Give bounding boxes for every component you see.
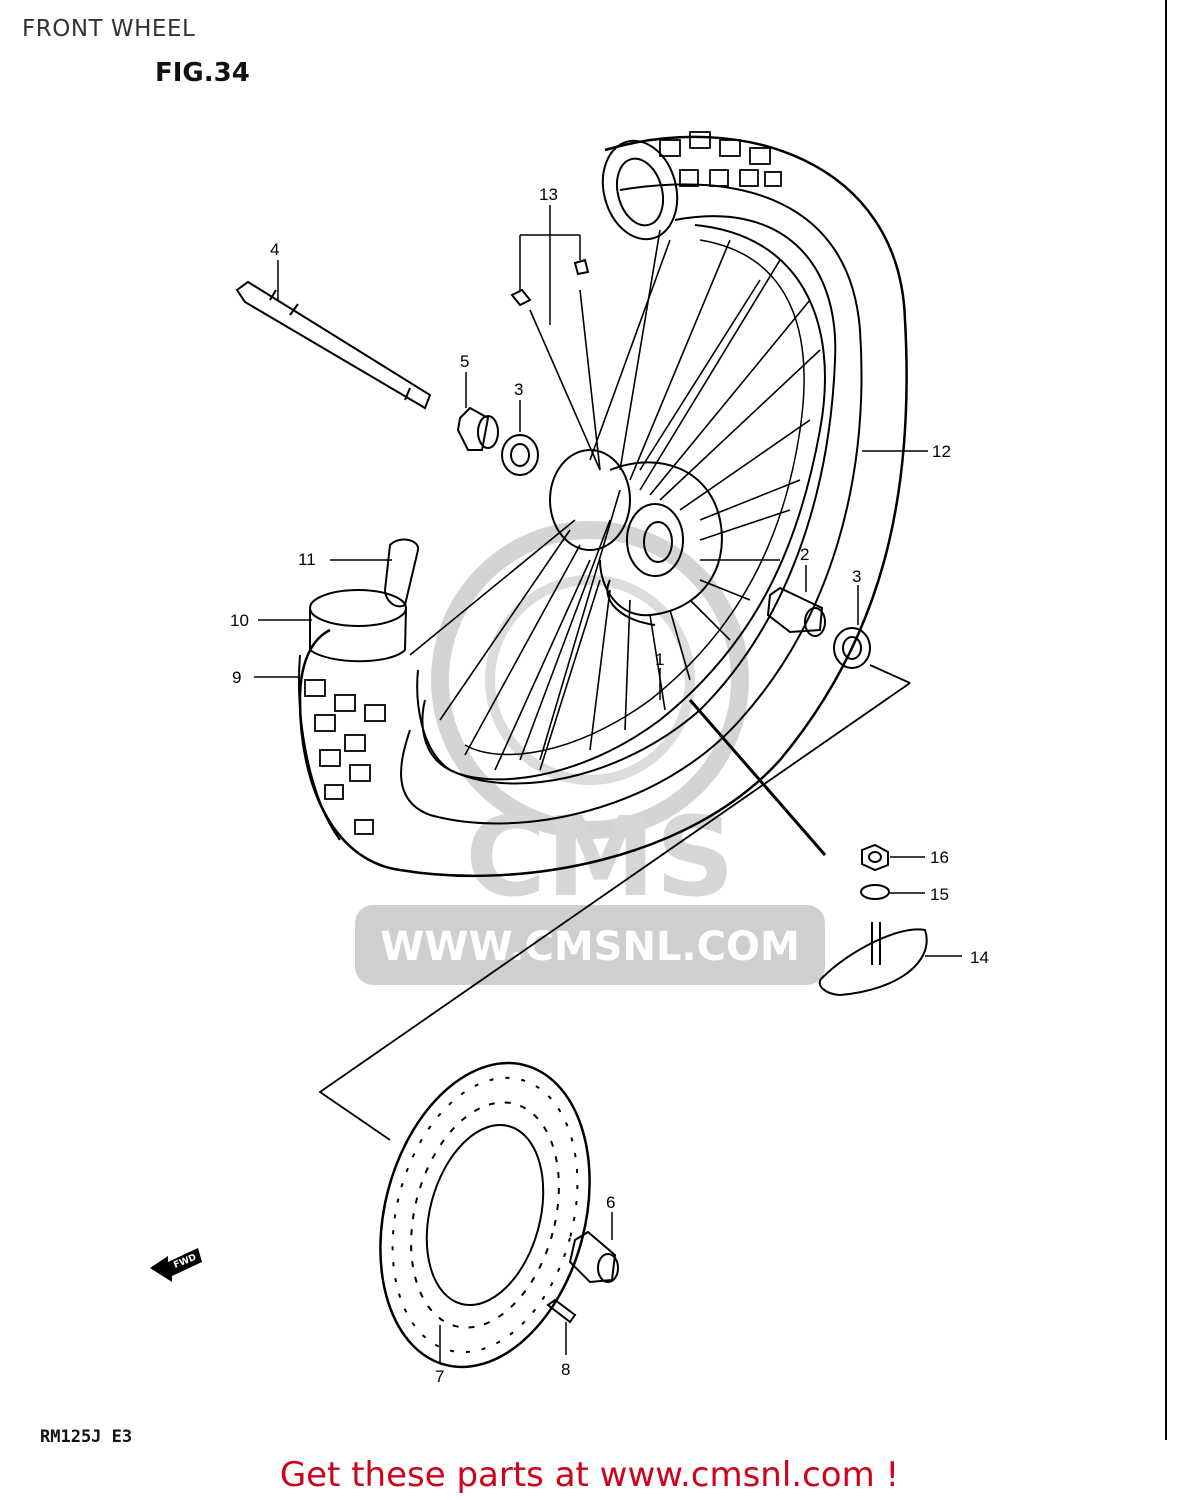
callout-8: 8 [561,1360,570,1379]
fwd-arrow-icon: FWD [150,1248,202,1282]
figure-label: FIG.34 [155,58,250,88]
part-callouts: 4 5 3 13 11 10 9 12 2 3 1 16 15 14 6 7 8 [230,185,989,1386]
callout-15: 15 [930,885,949,904]
callout-5: 5 [460,352,469,371]
brake-disc [379,1061,591,1369]
wheel-assembly [298,131,908,878]
callout-9: 9 [232,668,241,687]
watermark-url: WWW.CMSNL.COM [380,924,800,970]
callout-11: 11 [298,550,316,569]
guide-lines [318,664,911,1141]
callout-13: 13 [539,185,558,204]
page-title: FRONT WHEEL [22,16,196,42]
callout-12: 12 [932,442,951,461]
hub-collar [766,586,826,637]
disc-spacer [568,1230,619,1284]
callout-16: 16 [930,848,949,867]
callout-10: 10 [230,611,249,630]
model-label: RM125J E3 [40,1427,133,1447]
cms-watermark: CMS WWW.CMSNL.COM [355,521,825,985]
footer-cta[interactable]: Get these parts at www.cmsnl.com ! [279,1455,900,1495]
rim-band [309,538,420,663]
callout-6: 6 [606,1193,615,1212]
disc-bolt [546,1298,577,1324]
callout-3-upper: 3 [514,380,523,399]
spacer-collar [456,406,499,451]
callout-3-right: 3 [852,567,861,586]
watermark-brand: CMS [465,793,734,921]
rim-lock-hardware [818,843,928,997]
callout-4: 4 [270,240,279,259]
bearing-right [833,627,871,669]
callout-14: 14 [970,948,989,967]
callout-7: 7 [435,1367,444,1386]
callout-2: 2 [800,545,809,564]
bearing-upper [501,434,539,476]
spoke-nipples [510,258,590,307]
leader-lines [254,205,962,1362]
callout-1: 1 [655,650,664,669]
axle [235,280,432,410]
